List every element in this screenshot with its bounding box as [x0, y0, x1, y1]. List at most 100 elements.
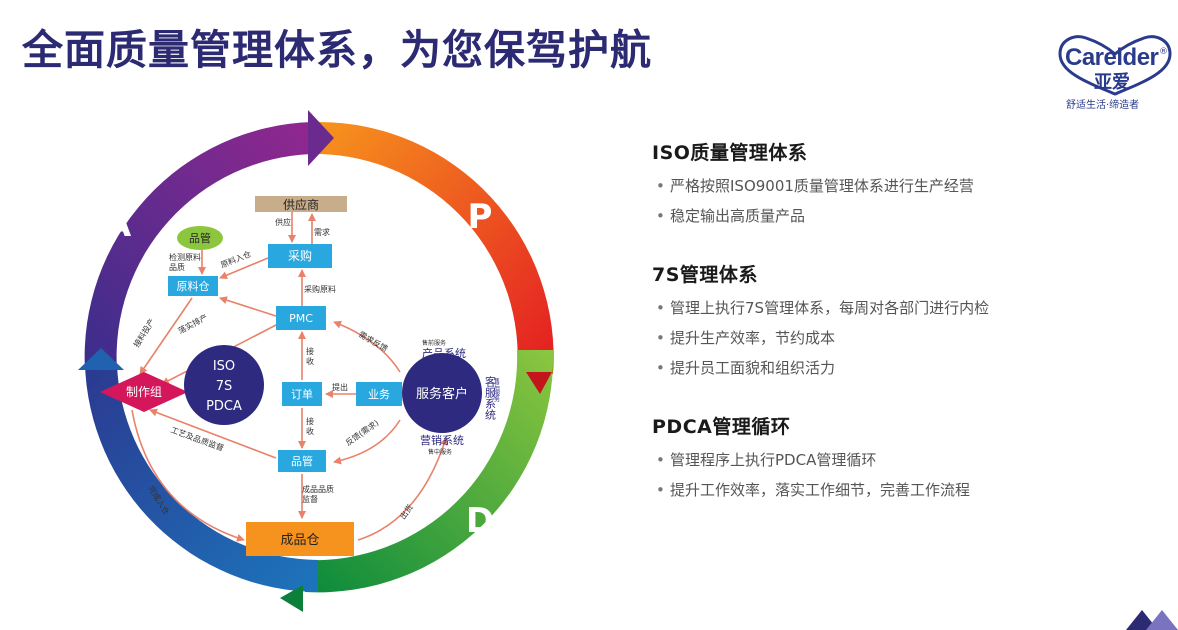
node-supplier-box — [255, 196, 347, 212]
list-item: •提升工作效率，落实工作细节，完善工作流程 — [656, 481, 971, 499]
corner-triangles-icon — [1126, 610, 1178, 630]
ring-letter-a: A — [105, 205, 132, 245]
ring-arrowhead-a — [308, 110, 334, 166]
node-production-shape — [100, 372, 188, 412]
quality-diagram: A P C D 供应商 采购 品管 原料仓 PMC 订单 业务 品管 制作组 — [78, 110, 554, 612]
label-presale-small: 售前服务 — [422, 339, 446, 347]
arrow-qc-production — [149, 408, 277, 459]
ring-segment-c — [85, 364, 318, 592]
node-center-circle — [184, 345, 264, 425]
center-line-2: 7S — [216, 379, 233, 394]
arrow-production-finished — [131, 409, 245, 542]
arrow-raw-production — [139, 297, 193, 375]
section-title: PDCA管理循环 — [652, 416, 791, 438]
node-qc-top: 品管 — [189, 231, 211, 245]
flow-arrows — [131, 212, 448, 542]
list-item: •稳定输出高质量产品 — [656, 207, 806, 225]
list-item: •管理上执行7S管理体系，每周对各部门进行内检 — [656, 299, 990, 317]
ring-letter-d: D — [466, 501, 494, 541]
label-supply: 供应 — [275, 217, 291, 227]
list-item: •严格按照ISO9001质量管理体系进行生产经营 — [656, 177, 974, 195]
label-aftersale-small: 售后服务 — [493, 377, 500, 403]
label-feedback-bot: 反馈(需求) — [343, 418, 380, 448]
ring-letter-p: P — [468, 197, 493, 237]
section-iso: ISO质量管理体系 •严格按照ISO9001质量管理体系进行生产经营 •稳定输出… — [652, 138, 1152, 226]
bullet-text: 提升员工面貌和组织活力 — [670, 359, 836, 377]
label-receive-3: 接 — [306, 416, 314, 426]
list-item: •提升生产效率，节约成本 — [656, 329, 836, 347]
center-line-3: PDCA — [206, 399, 242, 414]
center-line-1: ISO — [213, 359, 235, 374]
node-raw-store-box — [168, 276, 218, 296]
arrow-purchase-raw — [219, 257, 269, 279]
ring-segment-p — [319, 122, 554, 374]
node-business: 业务 — [368, 388, 390, 401]
label-ship: 出货 — [397, 502, 414, 521]
label-receive-4: 收 — [306, 426, 314, 436]
node-purchase-box — [268, 244, 332, 268]
brand-logo: Carelder ® 亚爱 舒适生活·缔造者 — [1056, 34, 1174, 114]
node-order: 订单 — [291, 388, 313, 401]
section-pdca: PDCA管理循环 •管理程序上执行PDCA管理循环 •提升工作效率，落实工作细节… — [652, 412, 1152, 500]
ring-arrowhead-p — [526, 372, 552, 394]
label-quality-supervise-2: 监督 — [302, 494, 318, 504]
label-quality-supervise-1: 成品品质 — [302, 484, 334, 494]
label-demand: 需求 — [314, 227, 330, 237]
node-customer-circle — [402, 353, 482, 433]
label-purchase-raw: 采购原料 — [304, 284, 336, 294]
bullet-text: 管理程序上执行PDCA管理循环 — [670, 451, 877, 469]
node-production: 制作组 — [126, 385, 162, 399]
arrow-pmc-raw — [219, 296, 277, 317]
label-submit: 提出 — [332, 382, 348, 392]
node-supplier: 供应商 — [283, 197, 319, 212]
logo-registered: ® — [1159, 47, 1168, 57]
node-customer: 服务客户 — [416, 386, 468, 402]
bullet-text: 管理上执行7S管理体系，每周对各部门进行内检 — [670, 299, 990, 317]
node-pmc-box — [276, 306, 326, 330]
ring-letter-c: C — [112, 501, 137, 541]
node-qc-mid-box — [278, 450, 326, 472]
node-finished-box — [246, 522, 354, 556]
node-business-box — [356, 382, 402, 406]
node-qc-mid: 品管 — [291, 454, 313, 468]
bullet-text: 提升工作效率，落实工作细节，完善工作流程 — [670, 481, 971, 499]
label-inspect-2: 品质 — [169, 262, 185, 272]
section-title: ISO质量管理体系 — [652, 142, 808, 164]
list-item: •管理程序上执行PDCA管理循环 — [656, 451, 877, 469]
arrow-feedback-top — [333, 320, 401, 373]
arrow-finished-customer — [357, 437, 448, 541]
section-7s: 7S管理体系 •管理上执行7S管理体系，每周对各部门进行内检 •提升生产效率，节… — [652, 260, 1152, 378]
info-panel: ISO质量管理体系 •严格按照ISO9001质量管理体系进行生产经营 •稳定输出… — [652, 138, 1152, 534]
node-qc-top-shape — [177, 226, 223, 250]
node-finished: 成品仓 — [280, 533, 319, 548]
node-pmc: PMC — [289, 312, 313, 325]
label-receive-2: 收 — [306, 356, 314, 366]
ring-arrowhead-c — [78, 348, 124, 370]
logo-brand: Carelder — [1065, 44, 1159, 71]
label-receive-1: 接 — [306, 346, 314, 356]
ring-arrowhead-d — [280, 585, 303, 612]
section-title: 7S管理体系 — [652, 264, 758, 286]
label-insale-small: 售中服务 — [428, 448, 452, 456]
label-customer-service: 客服系统 — [484, 375, 497, 420]
bullet-text: 稳定输出高质量产品 — [670, 207, 806, 225]
label-feedback-top: 需求反馈 — [357, 329, 390, 354]
label-product-system: 产品系统 — [422, 346, 466, 360]
logo-slogan: 舒适生活·缔造者 — [1066, 100, 1140, 111]
node-raw-store: 原料仓 — [177, 279, 210, 293]
node-purchase: 采购 — [288, 248, 312, 263]
label-execute-plan: 落实排产 — [176, 312, 209, 336]
bullet-text: 严格按照ISO9001质量管理体系进行生产经营 — [670, 177, 974, 195]
label-inspect-1: 检测原料 — [169, 252, 201, 262]
bullet-text: 提升生产效率，节约成本 — [670, 329, 836, 347]
ring-segment-a — [84, 122, 313, 370]
list-item: •提升员工面貌和组织活力 — [656, 359, 836, 377]
label-sales-system: 营销系统 — [420, 433, 464, 447]
node-order-box — [282, 382, 322, 406]
pdca-ring — [78, 110, 554, 612]
logo-brand-cn: 亚爱 — [1094, 72, 1130, 93]
page-title: 全面质量管理体系，为您保驾护航 — [22, 26, 652, 74]
logo-heart-icon — [1058, 35, 1172, 96]
label-receive-material: 接料投产 — [131, 317, 156, 349]
arrow-feedback-bot — [333, 419, 401, 465]
